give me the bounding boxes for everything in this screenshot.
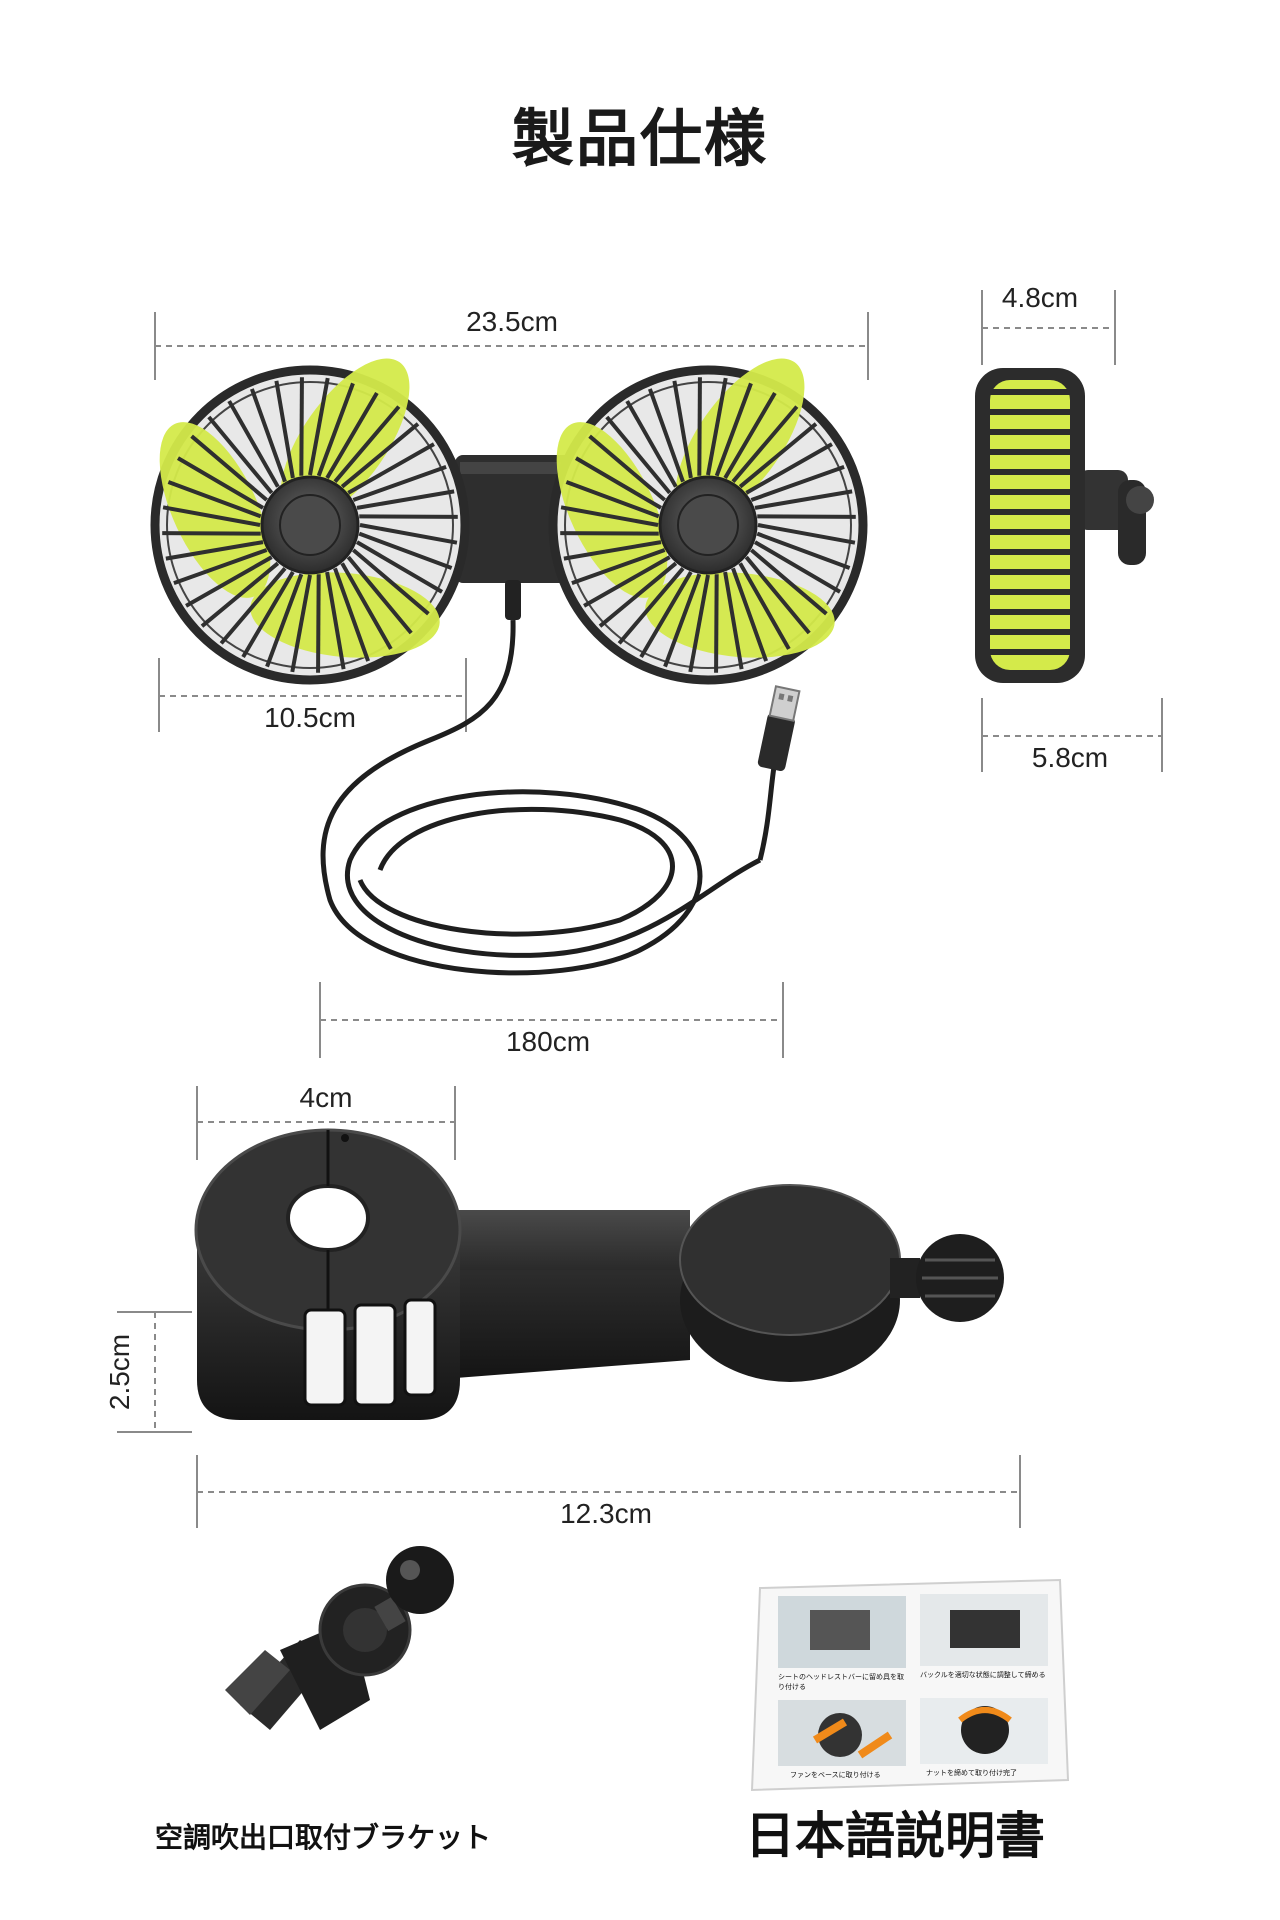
grill-spoke	[745, 442, 833, 495]
grill-spoke	[697, 377, 702, 476]
grill-spoke	[563, 540, 662, 561]
grill-spoke	[356, 489, 455, 510]
grill-spoke	[754, 489, 853, 510]
grill-spoke	[714, 574, 719, 673]
grill-spoke	[723, 391, 777, 480]
grill-spoke	[723, 571, 744, 670]
grill-spoke	[290, 574, 312, 673]
grill-spoke	[738, 422, 818, 489]
grill-spoke	[190, 434, 268, 502]
grill-spoke	[162, 531, 261, 536]
grill-spoke	[617, 567, 685, 645]
grill-spoke	[308, 377, 330, 476]
dim-fan-width: 23.5cm	[466, 306, 558, 337]
grill-spoke	[714, 382, 753, 477]
grill-spoke	[162, 505, 261, 527]
grill-spoke	[249, 388, 287, 483]
dim-fan-side-height: 5.8cm	[1031, 742, 1109, 773]
manual-panel-caption-2: バックルを適切な状態に調整して締める	[920, 1671, 1046, 1679]
grill-spoke	[207, 415, 274, 495]
grill-spoke	[333, 567, 371, 662]
grill-spoke	[639, 570, 693, 659]
grill-spoke	[731, 405, 799, 483]
grill-spoke	[340, 422, 420, 489]
grill-spoke	[672, 380, 693, 479]
manual-panel-caption-3: ファンをベースに取り付ける	[790, 1771, 881, 1779]
grill-spoke	[359, 514, 458, 519]
grill-spoke	[571, 548, 666, 586]
grill-spoke	[176, 456, 265, 510]
grill-spoke	[756, 531, 851, 570]
grill-spoke	[560, 531, 659, 536]
manual-panel-caption-4: ナットを締めて取り付け完了	[926, 1769, 1017, 1777]
manual-card	[750, 1578, 1070, 1792]
grill-spoke	[165, 540, 264, 561]
grill-spoke	[227, 400, 280, 488]
usb-plug	[757, 685, 801, 771]
grill-spoke	[346, 555, 413, 635]
grill-spoke	[750, 548, 828, 616]
dual-fan-front	[150, 358, 868, 685]
grill-spoke	[355, 540, 444, 594]
fan-side-view	[975, 368, 1154, 683]
grill-spoke	[688, 574, 710, 673]
dim-fan-depth: 4.8cm	[1001, 282, 1079, 313]
grill-spoke	[173, 548, 268, 586]
grill-spoke	[750, 464, 845, 502]
grill-spoke	[325, 391, 379, 480]
manual-label: 日本語説明書	[745, 1807, 1045, 1865]
grill-spoke	[352, 548, 430, 616]
grill-spoke	[219, 567, 287, 645]
grill-spoke	[663, 573, 702, 668]
dim-clamp-length: 12.3cm	[560, 1498, 652, 1529]
grill-spoke	[583, 555, 671, 608]
grill-spoke	[352, 464, 447, 502]
page-title: 製品仕様	[511, 102, 768, 175]
grill-spoke	[731, 567, 769, 662]
grill-spoke	[757, 514, 856, 519]
grill-spoke	[598, 561, 678, 628]
grill-spoke	[200, 561, 280, 628]
grill-spoke	[316, 574, 321, 673]
grill-spoke	[325, 571, 346, 670]
grill-spoke	[706, 377, 728, 476]
grill-spoke	[185, 555, 273, 608]
grill-spoke	[359, 523, 458, 545]
grill-spoke	[347, 442, 435, 495]
grill-spoke	[625, 400, 678, 488]
grill-spoke	[753, 540, 842, 594]
dim-cable-length: 180cm	[505, 1026, 591, 1057]
grill-spoke	[588, 434, 666, 502]
bracket-label: 空調吹出口取付ブラケット	[155, 1821, 492, 1854]
grill-spoke	[647, 388, 685, 483]
grill-spoke	[333, 405, 401, 483]
headrest-clamp	[194, 1128, 1004, 1420]
grill-spoke	[744, 555, 811, 635]
dim-clamp-width: 4cm	[299, 1082, 353, 1113]
manual-panel-caption-1: シートのヘッドレストバーに留め具を取り付ける	[778, 1673, 904, 1691]
grill-spoke	[299, 377, 304, 476]
grill-spoke	[560, 505, 659, 527]
grill-spoke	[565, 480, 660, 519]
dim-fan-diameter: 10.5cm	[264, 702, 356, 733]
grill-spoke	[274, 380, 295, 479]
grill-spoke	[167, 480, 262, 519]
grill-spoke	[605, 415, 672, 495]
air-vent-bracket	[225, 1546, 454, 1730]
grill-spoke	[358, 531, 453, 570]
grill-spoke	[738, 562, 791, 650]
right-fan	[548, 358, 868, 685]
grill-spoke	[757, 523, 856, 545]
grill-spoke	[574, 456, 663, 510]
left-fan	[150, 358, 470, 685]
dimension-lines	[117, 290, 1163, 1528]
grill-spoke	[265, 573, 304, 668]
dim-clamp-height: 2.5cm	[104, 1333, 135, 1411]
grill-spoke	[316, 382, 355, 477]
grill-spoke	[241, 570, 295, 659]
grill-spoke	[340, 562, 393, 650]
